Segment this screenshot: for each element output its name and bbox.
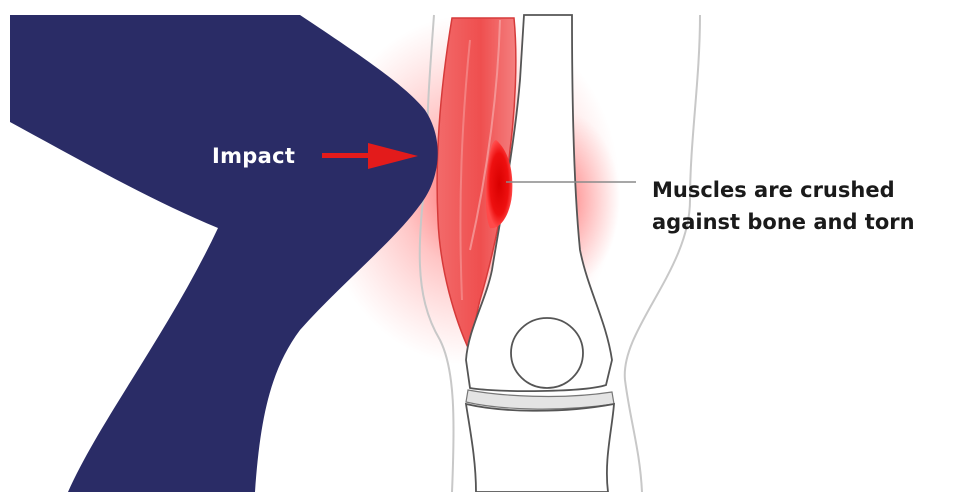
knee-joint-band (466, 390, 614, 409)
callout-line-2: against bone and torn (652, 206, 915, 238)
tibia-bone (466, 404, 614, 492)
striking-object (10, 15, 438, 492)
callout-line-1: Muscles are crushed (652, 174, 915, 206)
impact-label: Impact (212, 144, 295, 168)
patella-bone (511, 318, 583, 388)
muscle-injury-callout: Muscles are crushed against bone and tor… (652, 174, 915, 238)
